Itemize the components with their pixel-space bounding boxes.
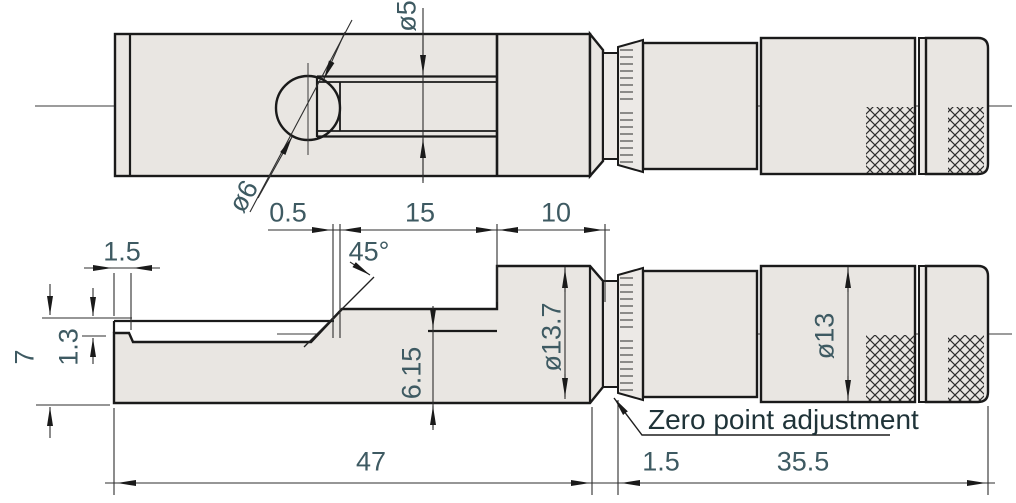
- dim-head-neck-length: 10: [541, 197, 571, 227]
- cap-knurl-crosshatch: [948, 107, 984, 173]
- dim-ball-leader: [249, 19, 353, 213]
- dim-ball-arrow-top: [323, 31, 346, 80]
- stem-chamfer-tip: [588, 30, 605, 180]
- dim-body-diameter: ø13.7: [536, 302, 566, 371]
- sleeve: [759, 36, 917, 176]
- bottom-view: [112, 264, 1012, 405]
- dim-slot-length: 15: [405, 197, 435, 227]
- dim-ball-arrow-bottom: [257, 136, 293, 199]
- dim-shank-length: 47: [356, 446, 386, 476]
- top-view: [35, 30, 1012, 180]
- thimble: [641, 41, 759, 171]
- dim-chamfer-angle: 45°: [349, 236, 390, 266]
- dim-ball-diameter: ø6: [223, 175, 265, 217]
- cap-knurl-crosshatch-bottom: [948, 335, 984, 401]
- shank-profile: [112, 264, 605, 405]
- thimble-bottom: [641, 269, 759, 399]
- zero-point-leader: [613, 397, 890, 436]
- neck: [602, 52, 619, 160]
- dim-head-length: 35.5: [777, 446, 830, 476]
- dim-adjust-gap: 1.5: [642, 446, 680, 476]
- dim-chamfer-arrow: [349, 261, 371, 276]
- knurl-hatching: [620, 49, 633, 163]
- sleeve-knurl-crosshatch-bottom: [866, 335, 915, 401]
- dim-slot-depth: 6.15: [396, 347, 426, 400]
- dim-blade-thickness: 1.3: [53, 328, 83, 366]
- dim-flat-length: 1.5: [103, 236, 141, 266]
- dim-tip-setback: 0.5: [269, 197, 307, 227]
- dim-sleeve-diameter: ø13: [809, 313, 839, 360]
- zero-adjust-knurl-ring: [617, 38, 644, 174]
- stem-body: [113, 32, 592, 178]
- dim-shank-height: 7: [9, 349, 39, 364]
- dimensions: ø5 ø6 0.5 15 10 45° 1.5 1.3: [9, 0, 995, 495]
- knurl-hatching-bottom: [620, 277, 633, 391]
- chamfer-45-line: [303, 276, 375, 348]
- dim-slot-diameter: ø5: [391, 0, 421, 32]
- zero-adjust-knurl-ring-bottom: [617, 266, 644, 402]
- sleeve-knurl-crosshatch: [866, 107, 915, 173]
- zero-point-label: Zero point adjustment: [648, 404, 919, 435]
